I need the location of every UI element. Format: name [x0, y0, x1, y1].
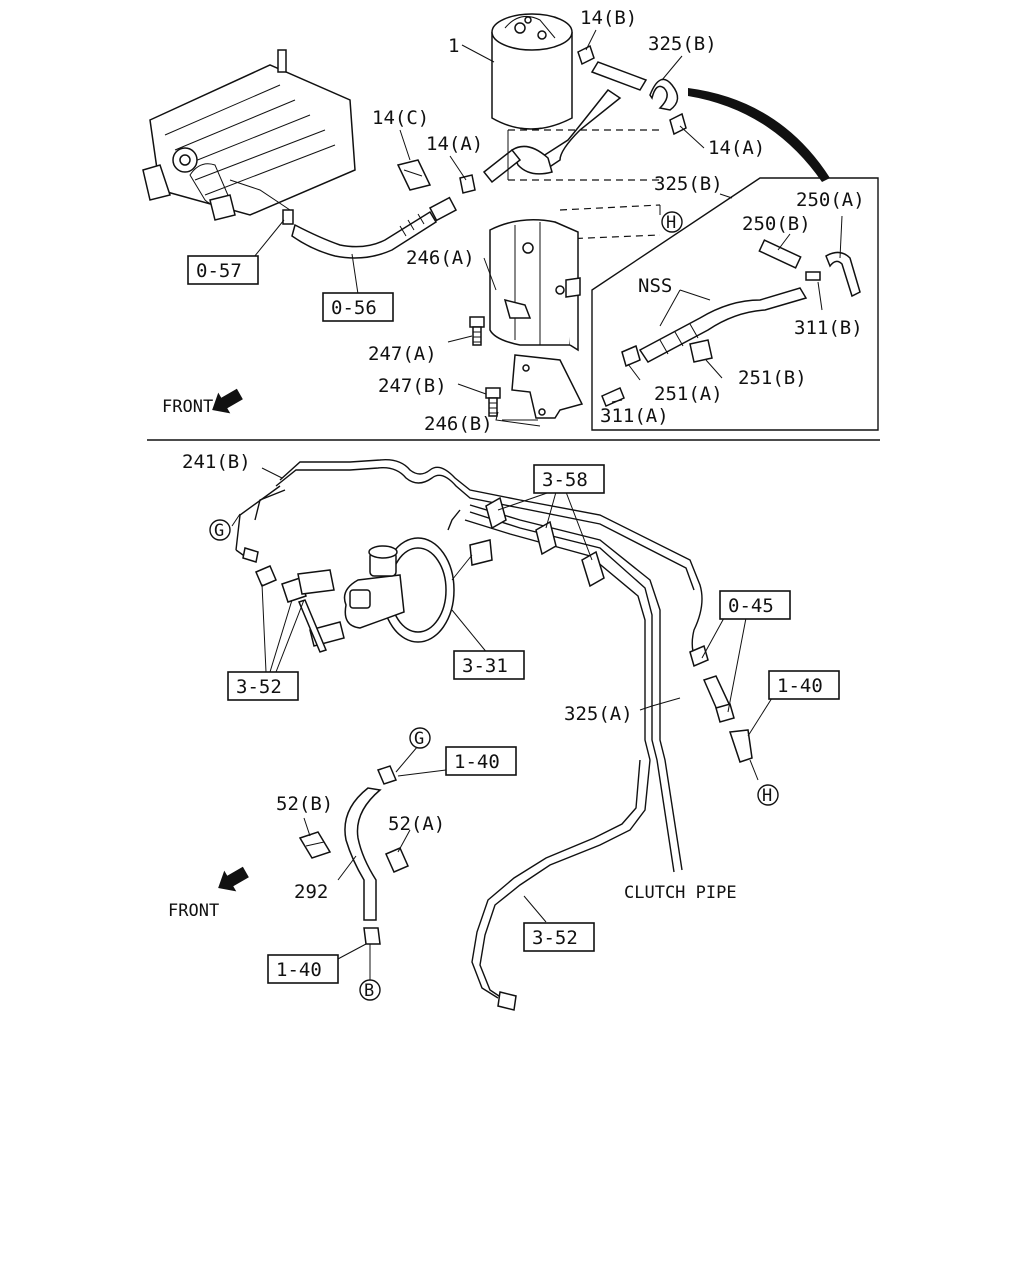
front-arrow-bottom [218, 866, 249, 892]
label-246a: 246(A) [406, 247, 475, 269]
brake-booster [309, 537, 493, 647]
label-14c: 14(C) [372, 107, 429, 129]
connector-g-mid-text: G [414, 729, 424, 749]
intake-manifold [142, 49, 356, 221]
switch-bracket-left [255, 565, 335, 653]
ref-box-0-57-text: 0-57 [196, 260, 242, 282]
clamp-14b [577, 44, 595, 66]
ref-box-3-58-text: 3-58 [542, 469, 588, 491]
label-clutch-pipe: CLUTCH PIPE [624, 883, 737, 903]
purge-hose-lower [282, 196, 458, 259]
charcoal-canister [491, 13, 573, 130]
brake-pipes [235, 459, 703, 1011]
ref-box-1-40-b-text: 1-40 [454, 751, 500, 773]
connector-g-mid: G [409, 727, 431, 749]
label-292: 292 [294, 881, 328, 903]
connector-h-bottom-text: H [762, 786, 772, 806]
hose-0-45 [689, 644, 753, 763]
label-part-1: 1 [448, 35, 459, 57]
ref-box-1-40-c[interactable]: 1-40 [267, 954, 339, 984]
label-247a: 247(A) [368, 343, 437, 365]
label-14b: 14(B) [580, 7, 637, 29]
connector-h-top: H [661, 211, 683, 233]
label-325a: 325(A) [564, 703, 633, 725]
ref-box-0-57[interactable]: 0-57 [187, 255, 259, 285]
label-311b: 311(B) [794, 317, 863, 339]
label-247b: 247(B) [378, 375, 447, 397]
label-52b: 52(B) [276, 793, 333, 815]
label-251b: 251(B) [738, 367, 807, 389]
ref-box-0-45-text: 0-45 [728, 595, 774, 617]
guide-lines [507, 129, 661, 241]
ref-box-1-40-a-text: 1-40 [777, 675, 823, 697]
ref-box-3-52-a[interactable]: 3-52 [227, 671, 299, 701]
label-250a: 250(A) [796, 189, 865, 211]
ref-box-1-40-c-text: 1-40 [276, 959, 322, 981]
label-14a-2: 14(A) [708, 137, 765, 159]
label-52a: 52(A) [388, 813, 445, 835]
label-251a: 251(A) [654, 383, 723, 405]
label-241b: 241(B) [182, 451, 251, 473]
ref-box-3-52-b[interactable]: 3-52 [523, 922, 595, 952]
leader-lines-top [253, 29, 843, 427]
clamp-14c [396, 159, 432, 191]
label-front-top: FRONT [162, 397, 213, 417]
clamp-52a [385, 847, 409, 873]
detail-arrow [688, 88, 830, 182]
connector-b: B [359, 979, 381, 1001]
label-14a-1: 14(A) [426, 133, 483, 155]
ref-box-1-40-b[interactable]: 1-40 [445, 746, 517, 776]
clamp-52b [298, 831, 332, 859]
label-246b: 246(B) [424, 413, 493, 435]
ref-box-3-52-a-text: 3-52 [236, 676, 282, 698]
connector-h-bottom: H [757, 784, 779, 806]
front-arrow-top [212, 388, 243, 414]
label-nss: NSS [638, 275, 672, 297]
connector-h-top-text: H [666, 213, 676, 233]
ref-box-3-31[interactable]: 3-31 [453, 650, 525, 680]
leader-lines-bottom [231, 467, 773, 980]
connector-b-text: B [364, 981, 374, 1001]
label-325b-2: 325(B) [654, 173, 723, 195]
ref-box-1-40-a[interactable]: 1-40 [768, 670, 840, 700]
bolt-247a [469, 316, 485, 346]
label-250b: 250(B) [742, 213, 811, 235]
label-front-bottom: FRONT [168, 901, 219, 921]
connector-g-left-text: G [214, 521, 224, 541]
ref-box-0-56-text: 0-56 [331, 297, 377, 319]
hose-325b-upper [482, 61, 687, 184]
hose-292 [344, 765, 398, 945]
callout-labels: 1 14(B) 325(B) 14(C) 14(A) 14(A) 325(B) … [162, 7, 865, 921]
ref-box-0-45[interactable]: 0-45 [719, 590, 791, 620]
nss-inset [591, 177, 879, 431]
label-311a: 311(A) [600, 405, 669, 427]
connector-g-left: G [209, 519, 231, 541]
ref-box-3-58[interactable]: 3-58 [533, 464, 605, 494]
ref-box-0-56[interactable]: 0-56 [322, 292, 394, 322]
bracket-246b [511, 354, 584, 419]
bolt-247b [485, 387, 501, 417]
clamp-14a-upper [459, 174, 476, 194]
label-325b-top: 325(B) [648, 33, 717, 55]
ref-box-3-52-b-text: 3-52 [532, 927, 578, 949]
ref-box-3-31-text: 3-31 [462, 655, 508, 677]
canister-bracket-246a [489, 219, 581, 352]
